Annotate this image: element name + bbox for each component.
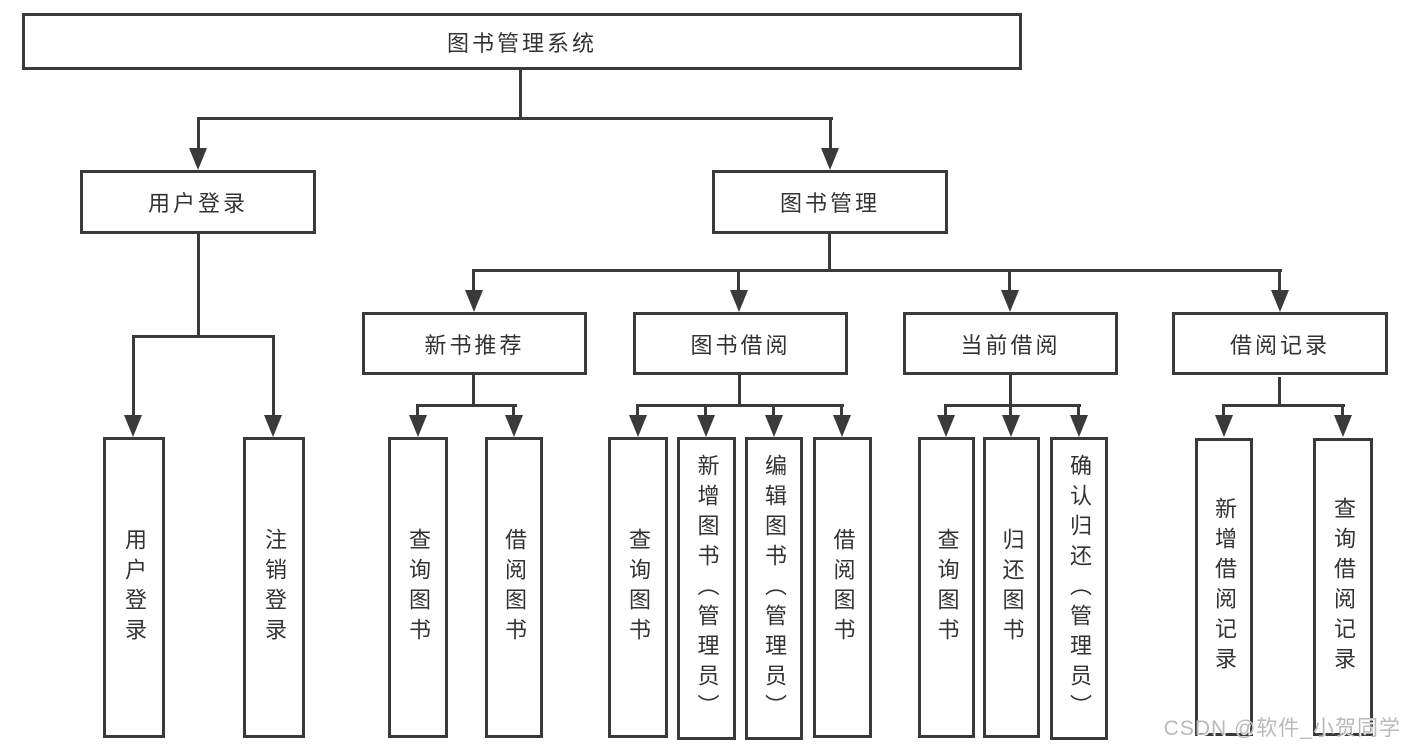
- connector-line: [636, 404, 844, 407]
- leaf-borrow-books-borrowing: 借阅图书: [813, 437, 872, 738]
- node-new-book-recommendation: 新书推荐: [362, 312, 587, 375]
- node-user-login: 用户登录: [80, 170, 316, 234]
- connector-line: [1222, 404, 1225, 418]
- connector-arrow: [409, 415, 427, 437]
- connector-arrow: [465, 290, 483, 312]
- leaf-label: 查询图书: [406, 527, 431, 648]
- connector-line: [1278, 269, 1281, 293]
- leaf-label: 新增借阅记录: [1212, 497, 1237, 677]
- connector-line: [828, 234, 831, 272]
- watermark: CSDN @软件_小贺同学: [1163, 717, 1401, 740]
- connector-arrow: [1001, 290, 1019, 312]
- connector-line: [472, 375, 475, 407]
- connector-line: [416, 404, 517, 407]
- leaf-label: 注销登录: [262, 527, 287, 648]
- connector-arrow: [765, 415, 783, 437]
- connector-arrow: [833, 415, 851, 437]
- node-label: 图书管理系统: [446, 30, 597, 56]
- node-book-management: 图书管理: [712, 170, 948, 234]
- connector-line: [636, 404, 639, 418]
- node-library-system: 图书管理系统: [22, 13, 1022, 70]
- connector-line: [272, 335, 275, 417]
- connector-line: [1278, 377, 1281, 407]
- leaf-query-books-borrowing: 查询图书: [608, 437, 668, 738]
- connector-arrow: [697, 415, 715, 437]
- connector-line: [840, 404, 843, 418]
- connector-line: [1009, 375, 1012, 407]
- connector-line: [944, 404, 1081, 407]
- leaf-label: 查询图书: [626, 527, 651, 648]
- leaf-label: 借阅图书: [830, 527, 856, 648]
- connector-arrow: [629, 415, 647, 437]
- leaf-label: 新增图书（管理员）: [694, 453, 720, 724]
- leaf-query-books-current: 查询图书: [918, 437, 975, 738]
- connector-line: [1008, 269, 1011, 293]
- leaf-label: 查询图书: [934, 527, 960, 648]
- connector-line: [519, 70, 522, 118]
- node-label: 新书推荐: [424, 332, 525, 358]
- connector-arrow: [730, 290, 748, 312]
- node-label: 当前借阅: [960, 332, 1061, 358]
- connector-arrow: [1334, 415, 1352, 437]
- node-current-borrowing: 当前借阅: [903, 312, 1118, 375]
- leaf-add-books-admin: 新增图书（管理员）: [677, 437, 736, 740]
- connector-line: [197, 117, 833, 120]
- connector-line: [829, 117, 832, 151]
- leaf-query-books-recommend: 查询图书: [388, 437, 448, 738]
- connector-line: [1222, 404, 1345, 407]
- connector-line: [704, 404, 707, 418]
- connector-arrow: [264, 415, 282, 437]
- connector-line: [472, 269, 475, 293]
- node-label: 借阅记录: [1229, 332, 1330, 358]
- connector-line: [416, 404, 419, 418]
- connector-line: [1077, 404, 1080, 418]
- connector-line: [1341, 404, 1344, 418]
- leaf-user-login: 用户登录: [103, 437, 165, 738]
- node-label: 图书管理: [779, 191, 880, 216]
- connector-arrow: [1215, 415, 1233, 437]
- connector-arrow: [189, 148, 207, 170]
- connector-line: [197, 117, 200, 151]
- leaf-label: 确认归还（管理员）: [1067, 453, 1092, 724]
- connector-arrow: [937, 415, 955, 437]
- connector-arrow: [821, 148, 839, 170]
- leaf-borrow-books-recommend: 借阅图书: [485, 437, 543, 738]
- leaf-label: 编辑图书（管理员）: [762, 453, 787, 724]
- connector-line: [197, 234, 200, 338]
- connector-arrow: [505, 415, 523, 437]
- leaf-label: 归还图书: [999, 527, 1025, 648]
- connector-line: [772, 404, 775, 418]
- leaf-label: 查询借阅记录: [1331, 497, 1356, 677]
- connector-line: [132, 335, 275, 338]
- connector-line: [512, 404, 515, 418]
- leaf-logout: 注销登录: [243, 437, 305, 738]
- leaf-query-borrow-record: 查询借阅记录: [1313, 438, 1373, 736]
- leaf-confirm-return-admin: 确认归还（管理员）: [1050, 437, 1108, 740]
- connector-arrow: [1002, 415, 1020, 437]
- connector-line: [132, 335, 135, 417]
- leaf-return-books: 归还图书: [983, 437, 1040, 738]
- connector-arrow: [124, 415, 142, 437]
- connector-line: [944, 404, 947, 418]
- connector-line: [472, 269, 1282, 272]
- connector-arrow: [1070, 415, 1088, 437]
- leaf-label: 借阅图书: [502, 527, 527, 648]
- connector-line: [738, 375, 741, 407]
- node-label: 图书借阅: [690, 332, 791, 358]
- leaf-add-borrow-record: 新增借阅记录: [1195, 438, 1253, 736]
- node-book-borrowing: 图书借阅: [633, 312, 848, 375]
- connector-line: [737, 269, 740, 293]
- connector-line: [1009, 404, 1012, 418]
- node-borrowing-records: 借阅记录: [1172, 312, 1388, 375]
- leaf-edit-books-admin: 编辑图书（管理员）: [745, 437, 803, 740]
- node-label: 用户登录: [147, 191, 248, 216]
- connector-arrow: [1271, 290, 1289, 312]
- leaf-label: 用户登录: [122, 527, 147, 648]
